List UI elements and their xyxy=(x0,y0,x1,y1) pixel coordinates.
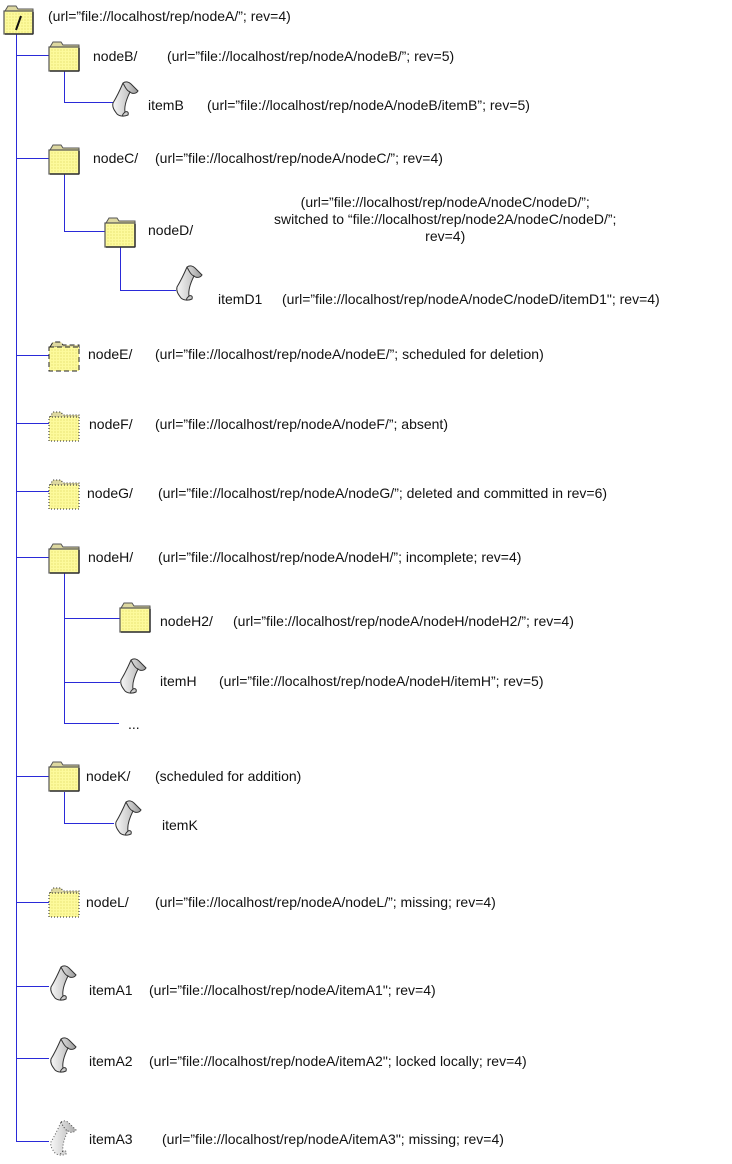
tree-connector-line xyxy=(64,723,119,724)
node-label: nodeB/ xyxy=(93,48,138,64)
tree-connector-line xyxy=(16,902,49,903)
node-description: (url=”file://localhost/rep/nodeA/nodeF/”… xyxy=(155,416,448,432)
node-label: itemH xyxy=(160,673,197,689)
node-label: itemA2 xyxy=(89,1053,133,1069)
tree-connector-line xyxy=(16,55,49,56)
node-description: (url=”file://localhost/rep/nodeA/nodeC/”… xyxy=(155,150,443,166)
node-label: itemK xyxy=(162,817,198,833)
node-label: nodeG/ xyxy=(87,485,133,501)
tree-connector-line xyxy=(64,71,65,102)
node-label: ... xyxy=(128,716,140,732)
tree-connector-line xyxy=(64,174,65,232)
node-label: nodeL/ xyxy=(86,894,129,910)
node-description: (url=”file://localhost/rep/nodeA/nodeH/i… xyxy=(219,673,544,689)
tree-connector-line xyxy=(16,158,49,159)
node-description: (url=”file://localhost/rep/nodeA/nodeC/n… xyxy=(274,194,617,244)
node-description: (url=”file://localhost/rep/nodeA/nodeE/”… xyxy=(155,346,544,362)
root-folder-icon xyxy=(3,5,34,35)
folder-icon xyxy=(48,761,80,792)
tree-connector-line xyxy=(64,618,120,619)
node-label: nodeH/ xyxy=(88,549,134,565)
folder-icon xyxy=(119,602,151,633)
node-description: (url=”file://localhost/rep/nodeA/nodeB/”… xyxy=(167,48,455,64)
node-description: (url=”file://localhost/rep/nodeA/nodeG/”… xyxy=(158,485,608,501)
node-label: itemB xyxy=(148,97,184,113)
tree-connector-line xyxy=(64,682,120,683)
tree-connector-line xyxy=(16,986,49,987)
tree-connector-line xyxy=(16,1141,49,1142)
node-label: nodeD/ xyxy=(148,222,194,238)
node-description: (scheduled for addition) xyxy=(155,768,302,784)
node-description: (url=”file://localhost/rep/nodeA/itemA1"… xyxy=(149,982,436,998)
folder-scheduled-deletion-icon xyxy=(48,341,80,372)
tree-connector-line xyxy=(64,102,114,103)
node-description: (url=”file://localhost/rep/nodeA/nodeL/”… xyxy=(155,894,496,910)
folder-missing-icon xyxy=(48,411,80,442)
root-node-description: (url=”file://localhost/rep/nodeA/”; rev=… xyxy=(48,8,291,24)
tree-connector-line xyxy=(16,557,49,558)
node-label: nodeK/ xyxy=(86,768,131,784)
file-missing-icon xyxy=(50,1120,77,1156)
node-description: (url=”file://localhost/rep/nodeA/nodeH/n… xyxy=(233,613,574,629)
folder-icon xyxy=(48,144,80,175)
tree-connector-line xyxy=(120,290,176,291)
node-label: itemA3 xyxy=(89,1131,133,1147)
file-icon xyxy=(120,658,147,694)
folder-icon xyxy=(48,543,80,574)
folder-missing-icon xyxy=(48,887,80,918)
tree-connector-line xyxy=(120,247,121,290)
tree-connector-line xyxy=(64,573,65,723)
folder-icon xyxy=(48,41,80,72)
tree-connector-line xyxy=(16,34,17,1142)
tree-connector-line xyxy=(16,491,49,492)
node-description: (url=”file://localhost/rep/nodeA/itemA3"… xyxy=(162,1131,504,1147)
folder-icon xyxy=(104,217,136,248)
folder-missing-icon xyxy=(48,479,80,510)
tree-connector-line xyxy=(16,355,49,356)
tree-connector-line xyxy=(64,792,65,823)
file-icon xyxy=(50,965,77,1001)
tree-connector-line xyxy=(64,231,105,232)
node-label: nodeF/ xyxy=(89,416,133,432)
file-icon xyxy=(50,1037,77,1073)
node-label: itemA1 xyxy=(89,982,133,998)
tree-connector-line xyxy=(16,423,49,424)
node-description: (url=”file://localhost/rep/nodeA/nodeB/i… xyxy=(207,97,530,113)
file-icon xyxy=(176,265,203,301)
tree-connector-line xyxy=(16,776,49,777)
node-label: nodeC/ xyxy=(93,150,139,166)
node-label: nodeH2/ xyxy=(160,613,213,629)
tree-connector-line xyxy=(16,1058,49,1059)
node-label: itemD1 xyxy=(218,291,263,307)
file-icon xyxy=(115,800,142,836)
node-description: (url=”file://localhost/rep/nodeA/itemA2"… xyxy=(149,1053,527,1069)
node-description: (url=”file://localhost/rep/nodeA/nodeC/n… xyxy=(282,291,660,307)
node-label: nodeE/ xyxy=(88,346,133,362)
node-description: (url=”file://localhost/rep/nodeA/nodeH/”… xyxy=(158,549,522,565)
file-icon xyxy=(112,81,139,117)
tree-connector-line xyxy=(64,823,114,824)
